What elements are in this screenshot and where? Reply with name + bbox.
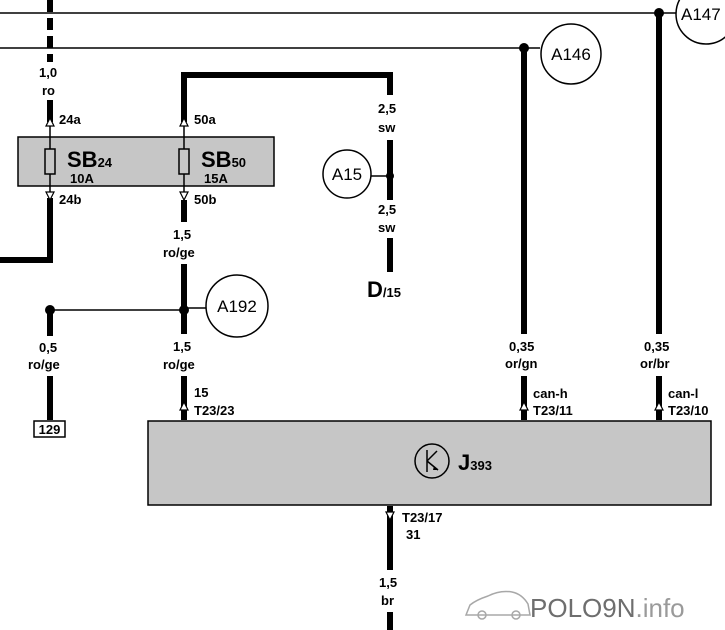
fuse-box [17,136,275,187]
pin-t23-10: T23/10 [668,403,708,418]
fuse-sb24-pin-top: 24a [59,112,81,127]
module-j393-label: J393 [458,450,492,475]
wire-ground-color: br [381,593,394,608]
callout-a192-circle [205,274,269,338]
pin-t23-11: T23/11 [533,403,573,418]
callout-a146: A146 [551,45,591,64]
wire-sb50-out-color: ro/ge [163,245,195,260]
callout-a192: A192 [217,297,257,316]
fuse-sb50-label: SB50 [201,147,246,172]
watermark: POLO9N.info [464,590,685,623]
wire-1-color: ro [42,83,55,98]
fuse-sb50-pin-bottom: 50b [194,192,216,207]
callout-a147-circle [675,0,725,45]
wire-sb50-top [181,72,393,122]
wire-d15-upper-gauge: 2,5 [378,101,396,116]
wire-129-gauge: 0,5 [39,340,57,355]
callout-a15: A15 [332,165,362,184]
wire-sb50-out-gauge: 1,5 [173,227,191,242]
wire-t23-10-gauge: 0,35 [644,339,669,354]
fuse-sb24-pin-bottom: 24b [59,192,81,207]
pin-t23-17-func: 31 [406,527,420,542]
wire-t23-11-color: or/gn [505,356,538,371]
pin-t23-23: T23/23 [194,403,234,418]
wire-t23-10-color: or/br [640,356,670,371]
wire-129-color: ro/ge [28,357,60,372]
wire-t23-23-color: ro/ge [163,357,195,372]
junction-a15 [386,172,394,180]
pin-t23-23-func: 15 [194,385,208,400]
fuse-sb50-symbol [178,148,190,175]
fuse-sb50-rating: 15A [204,171,228,186]
wire-t23-23-gauge: 1,5 [173,339,191,354]
fuse-sb24: SB24 10A 24a 24b [44,112,113,207]
wire-1-gauge: 1,0 [39,65,57,80]
terminal-d15: D/15 [367,277,401,302]
fuse-sb24-rating: 10A [70,171,94,186]
wire-d15-lower-color: sw [378,220,396,235]
pin-t23-11-func: can-h [533,386,568,401]
pin-t23-10-func: can-l [668,386,698,401]
fuse-sb50: SB50 15A 50a 50b [178,112,246,207]
ref-box-129 [33,420,66,438]
car-icon [464,590,531,616]
ref-129: 129 [39,422,61,437]
callout-a15-circle [322,149,372,199]
wire-ground-gauge: 1,5 [379,575,397,590]
callout-a147: A147 [681,5,721,24]
fuse-sb24-label: SB24 [67,147,113,172]
pin-t23-17: T23/17 [402,510,442,525]
junction-a192 [179,305,189,315]
fuse-sb50-pin-top: 50a [194,112,216,127]
callout-a146-circle [540,23,602,85]
module-symbol-icon [414,443,450,479]
wire-d15-upper-color: sw [378,120,396,135]
wire-sb24-bottom [0,198,53,263]
wire-t23-11-gauge: 0,35 [509,339,534,354]
wire-d15-lower-gauge: 2,5 [378,202,396,217]
fuse-sb24-symbol [44,148,56,175]
watermark-text: POLO9N.info [530,593,685,623]
